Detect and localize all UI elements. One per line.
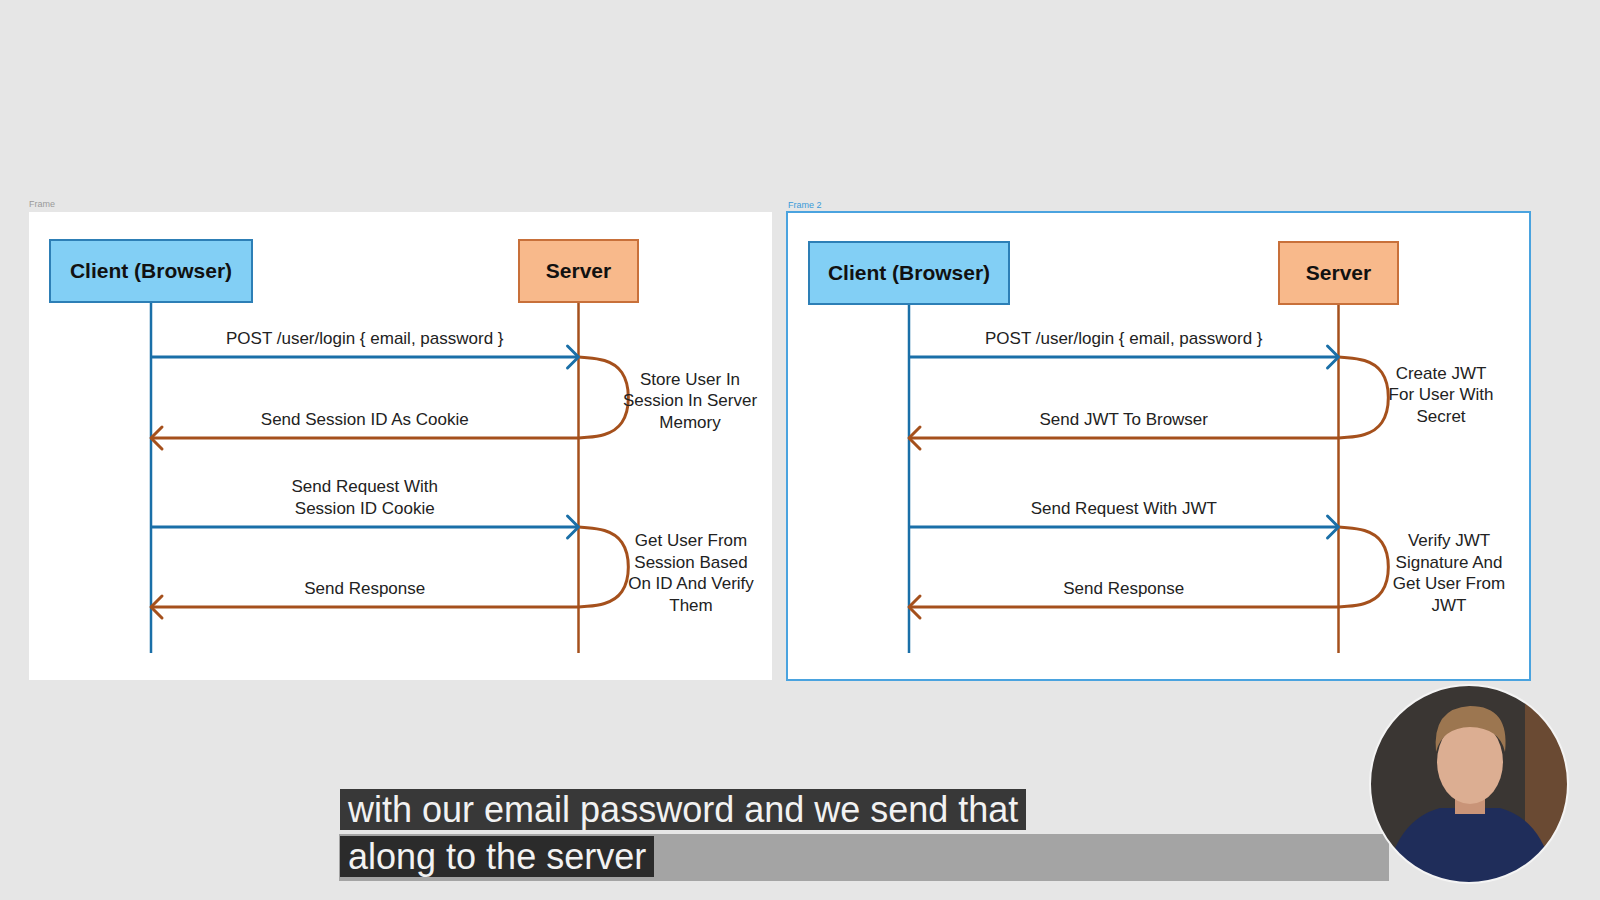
message-label: Send JWT To Browser [1040, 409, 1209, 431]
message-arrow [909, 437, 1339, 440]
webcam-shirt [1385, 808, 1555, 884]
message-arrow [151, 526, 579, 529]
server-box: Server [518, 239, 639, 303]
step-note: Store User In Session In Server Memory [623, 369, 758, 434]
message-arrow [151, 356, 579, 359]
webcam-view [1369, 684, 1575, 884]
arrowhead [151, 596, 162, 618]
box-title: Client (Browser) [828, 261, 990, 285]
step-note: Get User From Session Based On ID And Ve… [625, 530, 757, 616]
processing-loop [579, 357, 629, 438]
box-title: Server [1306, 261, 1371, 285]
message-arrow [151, 606, 579, 609]
subtitle-text: with our email password and we send that… [340, 789, 1026, 877]
arrowhead [151, 427, 162, 449]
client-box: Client (Browser) [808, 241, 1010, 305]
message-label: POST /user/login { email, password } [226, 328, 504, 350]
frame-ground [29, 212, 772, 680]
frame: Frame 2Client (Browser)Server [786, 211, 1531, 681]
message-arrow [909, 356, 1339, 359]
arrowhead [568, 516, 579, 538]
step-note: Verify JWT Signature And Get User From J… [1384, 530, 1514, 616]
box-title: Client (Browser) [70, 259, 232, 283]
message-arrow [909, 606, 1339, 609]
message-label: POST /user/login { email, password } [985, 328, 1263, 350]
arrowhead [568, 346, 579, 368]
webcam-rim [1370, 685, 1568, 883]
box-title: Server [546, 259, 611, 283]
subtitle-box: with our email password and we send that… [340, 786, 1100, 880]
webcam-hair [1436, 706, 1506, 752]
message-label: Send Request With Session ID Cookie [275, 476, 455, 519]
message-label: Send Request With JWT [1031, 498, 1217, 520]
server-box: Server [1278, 241, 1399, 305]
processing-loop [1339, 527, 1389, 607]
arrowhead [909, 427, 920, 449]
frame-ground [786, 211, 1531, 681]
arrowhead [909, 596, 920, 618]
arrowhead [1328, 346, 1339, 368]
message-arrow [909, 526, 1339, 529]
processing-loop [1339, 357, 1389, 438]
message-label: Send Response [1063, 578, 1184, 600]
frame-title: Frame 2 [788, 200, 822, 210]
frame: FrameClient (Browser)Server [29, 212, 772, 680]
message-label: Send Session ID As Cookie [261, 409, 469, 431]
step-note: Create JWT For User With Secret [1385, 363, 1497, 428]
client-box: Client (Browser) [49, 239, 253, 303]
arrowhead [1328, 516, 1339, 538]
message-arrow [151, 437, 579, 440]
frame-title: Frame [29, 199, 55, 209]
message-label: Send Response [304, 578, 425, 600]
processing-loop [579, 527, 629, 607]
